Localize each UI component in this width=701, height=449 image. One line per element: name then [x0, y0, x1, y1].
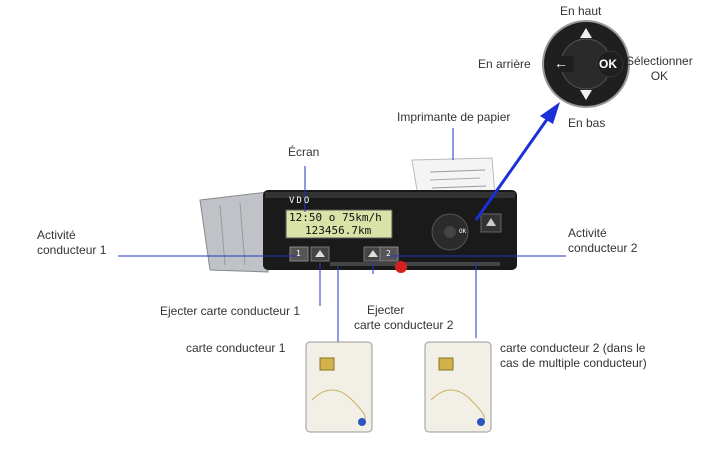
nav-ok-label: OK	[599, 57, 617, 71]
blue-arrow	[474, 117, 550, 221]
label-back: En arrière	[478, 57, 531, 71]
red-indicator	[395, 261, 407, 273]
label-eject-2: Ejecter carte conducteur 2	[354, 303, 454, 332]
label-down: En bas	[568, 116, 606, 130]
pointer-lines	[118, 128, 566, 350]
tachograph-housing	[199, 191, 269, 273]
label-activity-1: Activité conducteur 1	[37, 228, 107, 257]
up-arrow-icon[interactable]	[580, 28, 592, 38]
driver-card-2	[424, 341, 492, 433]
device-ok-label: OK	[459, 228, 467, 235]
label-screen: Écran	[288, 145, 320, 159]
activity-button-2[interactable]	[379, 246, 399, 262]
label-card-2: carte conducteur 2 (dans le cas de multi…	[500, 341, 647, 370]
lcd-line-1: 12:50 o 75km/h	[289, 211, 382, 224]
brand-logo: VDO	[289, 196, 312, 206]
ok-button[interactable]	[596, 50, 624, 78]
label-printer: Imprimante de papier	[397, 110, 511, 124]
lcd-screen	[285, 209, 393, 239]
activity-button-1[interactable]	[289, 246, 309, 262]
back-arrow-icon: ←	[554, 55, 568, 71]
button-2-label: 2	[386, 249, 391, 258]
driver-card-1	[305, 341, 373, 433]
lcd-line-2: 123456.7km	[305, 224, 372, 237]
label-eject-1: Ejecter carte conducteur 1	[160, 304, 301, 318]
down-arrow-icon[interactable]	[580, 90, 592, 100]
back-button[interactable]	[548, 56, 574, 72]
nav-pad-large	[542, 20, 630, 108]
label-activity-2: Activité conducteur 2	[568, 226, 638, 255]
label-up: En haut	[560, 4, 602, 18]
label-select: Sélectionner OK	[626, 54, 693, 83]
button-1-label: 1	[296, 249, 301, 258]
label-card-1: carte conducteur 1	[186, 341, 286, 355]
